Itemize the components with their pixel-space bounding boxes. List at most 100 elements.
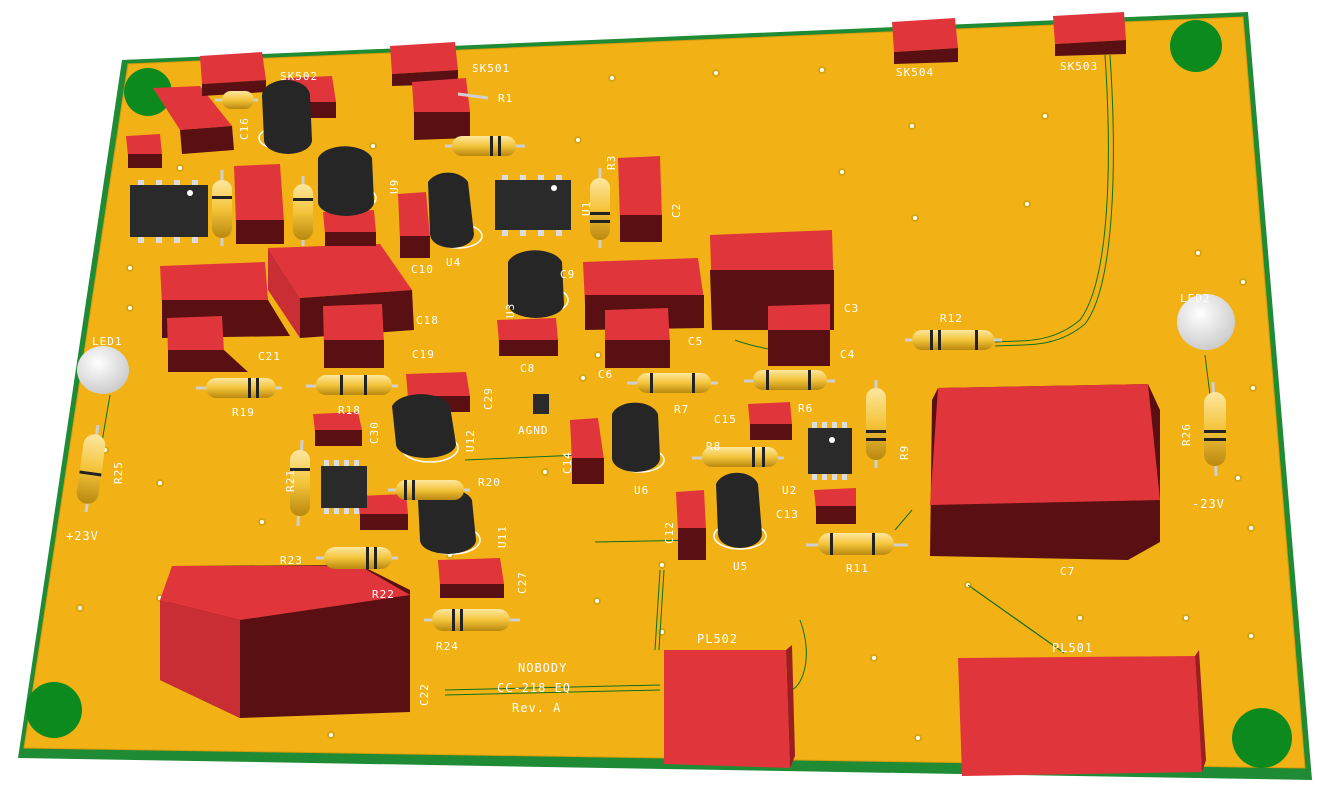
label-neg-23v: -23V (1192, 497, 1225, 511)
label-r12: R12 (940, 312, 963, 325)
capacitor-c4 (768, 304, 830, 366)
label-c30: C30 (368, 421, 381, 444)
label-u4: U4 (446, 256, 461, 269)
label-u11: U11 (496, 525, 509, 548)
label-r3: R3 (605, 155, 618, 170)
label-c15: C15 (714, 413, 737, 426)
connector-sk504 (892, 18, 958, 64)
label-r25: R25 (112, 461, 125, 484)
label-sk502: SK502 (280, 70, 318, 83)
ic-u12 (392, 394, 459, 463)
label-u6: U6 (634, 484, 649, 497)
label-pl502: PL502 (697, 632, 738, 646)
resistor-r11 (806, 533, 908, 555)
label-sk503: SK503 (1060, 60, 1098, 73)
label-c18: C18 (416, 314, 439, 327)
label-c3: C3 (844, 302, 859, 315)
connector-sk502 (200, 52, 266, 96)
resistor-r3 (590, 168, 610, 248)
ic-u6 (612, 402, 665, 473)
label-c22: C22 (418, 683, 431, 706)
label-r23: R23 (280, 554, 303, 567)
resistor-left-v1 (212, 170, 232, 246)
label-r26: R26 (1180, 423, 1193, 446)
label-r18: R18 (338, 404, 361, 417)
label-r7: R7 (674, 403, 689, 416)
label-c14: C14 (561, 451, 574, 474)
label-c7: C7 (1060, 565, 1075, 578)
capacitor-c3 (710, 230, 834, 330)
agnd-testpoint (533, 394, 549, 414)
capacitor-c6 (605, 308, 670, 368)
ic-u1 (495, 175, 571, 236)
ic-u12-soic (321, 460, 367, 514)
label-u9: U9 (388, 179, 401, 194)
led1 (77, 346, 129, 394)
label-c27: C27 (516, 571, 529, 594)
label-r1: R1 (498, 92, 513, 105)
capacitor-c16 (153, 86, 234, 154)
label-c4: C4 (840, 348, 855, 361)
label-c10: C10 (411, 263, 434, 276)
resistor-r12 (905, 330, 1002, 350)
label-led1: LED1 (92, 335, 123, 348)
resistor-r1 (457, 92, 489, 100)
resistor-r18 (306, 375, 398, 395)
ic-u2 (808, 422, 852, 480)
capacitor-c30 (313, 412, 362, 446)
capacitor-c21 (167, 316, 248, 372)
mounting-hole-tr (1170, 20, 1222, 72)
label-pos-23v: +23V (66, 529, 99, 543)
capacitor-c22 (160, 565, 410, 718)
label-r8: R8 (706, 440, 721, 453)
resistor-r19 (196, 378, 282, 398)
to92-parts (258, 80, 767, 555)
resistor-top-left (215, 91, 258, 109)
resistor-r6 (744, 370, 835, 390)
resistor-r7 (627, 373, 718, 393)
resistor-r21 (290, 439, 310, 527)
label-r20: R20 (478, 476, 501, 489)
label-sk501: SK501 (472, 62, 510, 75)
silkscreen: NOBODY CC-218 EQ Rev. A +23V -23V AGND S… (66, 60, 1225, 715)
label-c12: C12 (663, 521, 676, 544)
capacitor-c9-small (323, 210, 376, 246)
label-u5: U5 (733, 560, 748, 573)
resistor-r23 (316, 547, 398, 569)
title-line3: Rev. A (512, 701, 561, 715)
connector-pl502 (664, 645, 795, 768)
label-r6: R6 (798, 402, 813, 415)
ic-u3 (508, 250, 569, 318)
label-c6: C6 (598, 368, 613, 381)
capacitor-c2 (618, 156, 662, 242)
label-c9: C9 (560, 268, 575, 281)
title-line2: CC-218 EQ (497, 681, 571, 695)
label-r22: R22 (372, 588, 395, 601)
resistor-r7-top (445, 136, 525, 156)
capacitor-c14 (570, 418, 604, 484)
title-line1: NOBODY (518, 661, 567, 675)
resistor-r20 (388, 480, 470, 500)
label-c19: C19 (412, 348, 435, 361)
label-r11: R11 (846, 562, 869, 575)
resistor-r25 (76, 424, 106, 513)
label-c29: C29 (482, 387, 495, 410)
ic-u9 (258, 80, 312, 154)
ic-u5 (713, 472, 767, 550)
label-r9: R9 (898, 445, 911, 460)
connector-pl501 (958, 650, 1206, 776)
capacitor-c19 (323, 304, 384, 368)
capacitor-c15 (748, 402, 792, 440)
ic-u4 (428, 172, 483, 249)
capacitor-tiny-left (126, 134, 162, 168)
capacitor-c13 (814, 488, 856, 524)
label-u1: U1 (580, 201, 593, 216)
label-r24: R24 (436, 640, 459, 653)
label-c8: C8 (520, 362, 535, 375)
resistor-r9 (866, 380, 886, 468)
label-r19: R19 (232, 406, 255, 419)
capacitor-c7 (930, 384, 1160, 560)
label-c16: C16 (238, 117, 251, 140)
label-u3: U3 (504, 303, 517, 318)
